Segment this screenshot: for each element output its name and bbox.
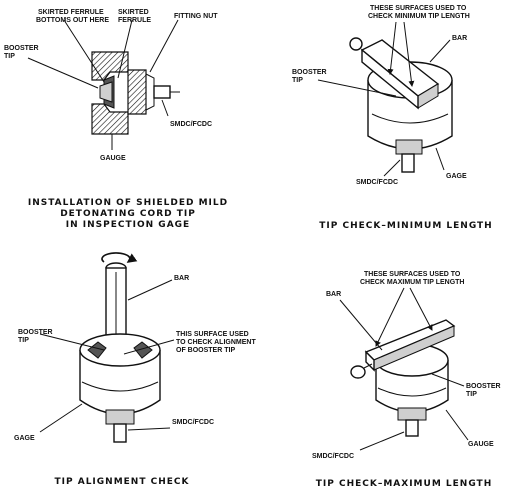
label-align-surface-2: TO CHECK ALIGNMENT xyxy=(176,339,256,346)
label-align-tip: TIP xyxy=(18,337,29,344)
label-ferrule-1: FERRULE xyxy=(118,17,151,24)
caption-min-length: TIP CHECK–MINIMUM LENGTH xyxy=(319,221,492,231)
label-gauge-1: GAUGE xyxy=(100,155,126,162)
label-align-surface-1: THIS SURFACE USED xyxy=(176,331,249,338)
caption-max-length: TIP CHECK–MAXIMUM LENGTH xyxy=(316,479,492,489)
label-smdc-1: SMDC/FCDC xyxy=(170,121,212,128)
label-max-booster: BOOSTER xyxy=(466,383,501,390)
label-max-surfaces-2: CHECK MAXIMUM TIP LENGTH xyxy=(360,279,464,286)
label-min-surfaces-2: CHECK MINIMUM TIP LENGTH xyxy=(368,13,470,20)
min-bar xyxy=(349,37,440,110)
caption-installation-2: DETONATING CORD TIP xyxy=(60,209,196,219)
max-leaders xyxy=(339,287,469,451)
label-max-surfaces-1: THESE SURFACES USED TO xyxy=(364,271,461,278)
label-align-bar: BAR xyxy=(174,275,189,282)
label-skirted-1: SKIRTED xyxy=(118,9,149,16)
label-align-booster: BOOSTER xyxy=(18,329,53,336)
label-skirted-ferrule-bottoms-2: BOTTOMS OUT HERE xyxy=(36,17,109,24)
alignment-leaders xyxy=(39,279,175,433)
label-align-smdc: SMDC/FCDC xyxy=(172,419,214,426)
label-min-surfaces-1: THESE SURFACES USED TO xyxy=(370,5,467,12)
label-min-gage: GAGE xyxy=(446,173,467,180)
min-leaders xyxy=(317,21,451,177)
gauge-cross-section xyxy=(91,51,180,135)
label-min-bar: BAR xyxy=(452,35,467,42)
label-max-gauge: GAUGE xyxy=(468,441,494,448)
label-align-surface-3: OF BOOSTER TIP xyxy=(176,347,235,354)
label-booster-1: BOOSTER xyxy=(4,45,39,52)
min-length-panel: THESE SURFACES USED TO CHECK MINIMUM TIP… xyxy=(292,5,492,231)
label-max-tip: TIP xyxy=(466,391,477,398)
label-fitting-nut: FITTING NUT xyxy=(174,13,218,20)
label-min-tip: TIP xyxy=(292,77,303,84)
alignment-panel: BAR BOOSTER TIP THIS SURFACE USED TO CHE… xyxy=(14,252,256,487)
label-skirted-ferrule-bottoms-1: SKIRTED FERRULE xyxy=(38,9,104,16)
caption-installation-3: IN INSPECTION GAGE xyxy=(66,220,190,230)
label-min-smdc: SMDC/FCDC xyxy=(356,179,398,186)
caption-installation-1: INSTALLATION OF SHIELDED MILD xyxy=(28,198,228,208)
label-align-gage: GAGE xyxy=(14,435,35,442)
label-max-bar: BAR xyxy=(326,291,341,298)
alignment-bar xyxy=(101,252,138,347)
label-min-booster: BOOSTER xyxy=(292,69,327,76)
label-max-smdc: SMDC/FCDC xyxy=(312,453,354,460)
max-length-panel: THESE SURFACES USED TO CHECK MAXIMUM TIP… xyxy=(312,271,501,489)
label-tip-1: TIP xyxy=(4,53,15,60)
alignment-gage-body xyxy=(79,333,161,443)
installation-panel: SKIRTED FERRULE BOTTOMS OUT HERE SKIRTED… xyxy=(4,9,228,230)
installation-leaders xyxy=(27,19,179,150)
caption-alignment: TIP ALIGNMENT CHECK xyxy=(55,477,190,487)
